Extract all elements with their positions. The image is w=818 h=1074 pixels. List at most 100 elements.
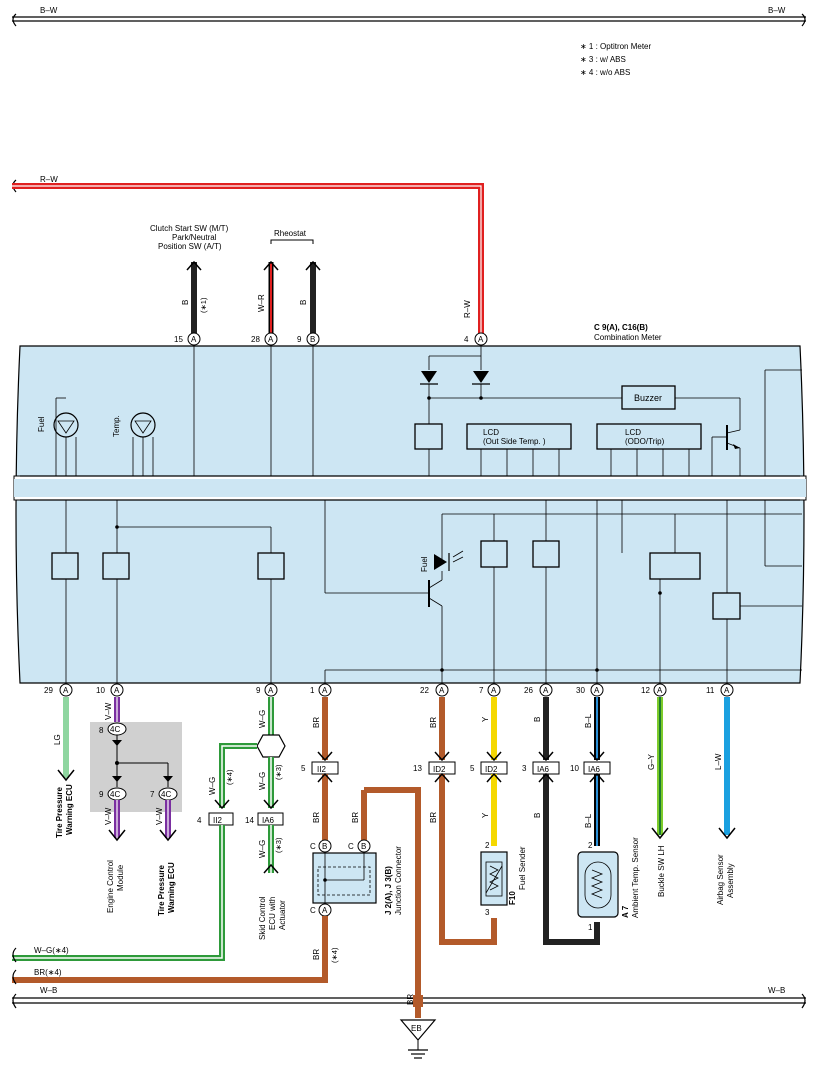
jc-id: J 2(A), J 3(B) xyxy=(384,866,393,915)
label: 10 xyxy=(570,764,579,773)
label: C xyxy=(310,842,316,851)
jc-name: Junction Connector xyxy=(394,846,403,915)
lcd1-line1: LCD xyxy=(483,428,499,437)
combination-meter: Buzzer LCD (Out Side Temp. ) LCD (ODO/Tr… xyxy=(13,345,807,684)
clutch-label-3: Position SW (A/T) xyxy=(158,242,222,251)
label: W–B xyxy=(40,986,57,995)
note-3: ∗ 4 : w/o ABS xyxy=(580,68,630,77)
label: 7 xyxy=(150,790,155,799)
label: A xyxy=(439,686,445,695)
label: BR xyxy=(312,812,321,823)
label: 11 xyxy=(706,686,715,695)
label: 5 xyxy=(301,764,306,773)
ambient-id: A 7 xyxy=(621,905,630,918)
lcd2-line1: LCD xyxy=(625,428,641,437)
label: 9 xyxy=(297,335,302,344)
top-wire-b-15: B (∗1) xyxy=(181,260,208,333)
label: Y xyxy=(481,812,490,818)
label: 5 xyxy=(470,764,475,773)
skid-label-1: Skid Control xyxy=(258,896,267,940)
label: W–G xyxy=(258,772,267,790)
ecm-label-1: Engine Control xyxy=(106,860,115,913)
label: BR xyxy=(406,994,415,1005)
meter-name: Combination Meter xyxy=(594,333,662,342)
ground-eb: EB xyxy=(399,1019,437,1059)
label: 1 xyxy=(588,923,593,932)
buckle-label: Buckle SW LH xyxy=(657,845,666,897)
label: BR xyxy=(429,812,438,823)
note-2: ∗ 3 : w/ ABS xyxy=(580,55,626,64)
note-1: ∗ 1 : Optitron Meter xyxy=(580,42,652,51)
label: 28 xyxy=(251,335,260,344)
label: 15 xyxy=(174,335,183,344)
label: 3 xyxy=(522,764,527,773)
label: BR xyxy=(312,717,321,728)
fuel-sender-name: Fuel Sender xyxy=(518,846,527,890)
label: A xyxy=(191,335,197,344)
label: B–L xyxy=(584,713,593,728)
label: A xyxy=(543,686,549,695)
label: 4C xyxy=(110,725,120,734)
wire-wr-label: W–R xyxy=(257,294,266,312)
label: A xyxy=(478,335,484,344)
label: W–G xyxy=(258,840,267,858)
label: (∗4) xyxy=(225,769,234,785)
fuel-gauge-label: Fuel xyxy=(37,416,46,432)
label: V–W xyxy=(104,702,113,720)
vw-wire: V–W 8 4C 9 4C 7 4C V–W V–W Engine Contro… xyxy=(99,697,178,916)
label: 2 xyxy=(588,841,593,850)
tire1-label-1: Tire Pressure xyxy=(55,786,64,838)
label: A xyxy=(268,686,274,695)
label: W–B xyxy=(768,986,785,995)
wire-b-15-label: B xyxy=(181,300,190,305)
label: B xyxy=(361,842,366,851)
label: (∗3) xyxy=(274,837,283,853)
label: W–G(∗4) xyxy=(34,946,69,955)
top-pin-15A: 15 A xyxy=(174,332,201,346)
label: B xyxy=(310,335,315,344)
label: C xyxy=(310,906,316,915)
label: 30 xyxy=(576,686,585,695)
ecm-label-2: Module xyxy=(116,864,125,891)
top-wire-wr-28: W–R xyxy=(257,260,279,333)
label: 10 xyxy=(96,686,105,695)
lw-wire: L–W Airbag Sensor Assembly xyxy=(714,697,736,905)
pin-26A: 26 A xyxy=(524,683,553,697)
label: 4C xyxy=(161,790,171,799)
meter-id: C 9(A), C16(B) xyxy=(594,323,648,332)
wg-wire: W–G W–G (∗4) W–G (∗3) 4 II2 14 IA6 W–G(∗… xyxy=(12,697,287,963)
label: (∗3) xyxy=(274,764,283,780)
notes: ∗ 1 : Optitron Meter ∗ 3 : w/ ABS ∗ 4 : … xyxy=(580,42,652,77)
label: A xyxy=(322,906,328,915)
airbag-label-1: Airbag Sensor xyxy=(716,854,725,905)
label: 4C xyxy=(110,790,120,799)
br-wire-1: BR 5 II2 BR BR BR C B C B C A J 2(A), J … xyxy=(12,697,421,1018)
label: BR xyxy=(312,949,321,960)
top-pin-9B: 9 B xyxy=(297,332,320,346)
ambient-name: Ambient Temp. Sensor xyxy=(631,837,640,918)
label: B xyxy=(322,842,327,851)
clutch-label-2: Park/Neutral xyxy=(172,233,217,242)
label: A xyxy=(63,686,69,695)
label: 26 xyxy=(524,686,533,695)
lcd1-line2: (Out Side Temp. ) xyxy=(483,437,546,446)
top-pin-4A: 4 A xyxy=(464,332,488,346)
ambient-sensor-circuit: B 3 IA6 B B–L 10 IA6 B–L 2 1 A 7 Ambient… xyxy=(522,697,640,945)
tire2-label-1: Tire Pressure xyxy=(157,864,166,916)
label: A xyxy=(322,686,328,695)
bus-top-left-label: B–W xyxy=(40,6,58,15)
label: B xyxy=(533,813,542,818)
label: Y xyxy=(481,716,490,722)
label: 8 xyxy=(99,726,104,735)
label: V–W xyxy=(104,807,113,825)
label: (∗4) xyxy=(330,947,339,963)
wire-b-15-note: (∗1) xyxy=(199,297,208,313)
clutch-label-1: Clutch Start SW (M/T) xyxy=(150,224,229,233)
fuel-sender-id: F10 xyxy=(508,891,517,905)
